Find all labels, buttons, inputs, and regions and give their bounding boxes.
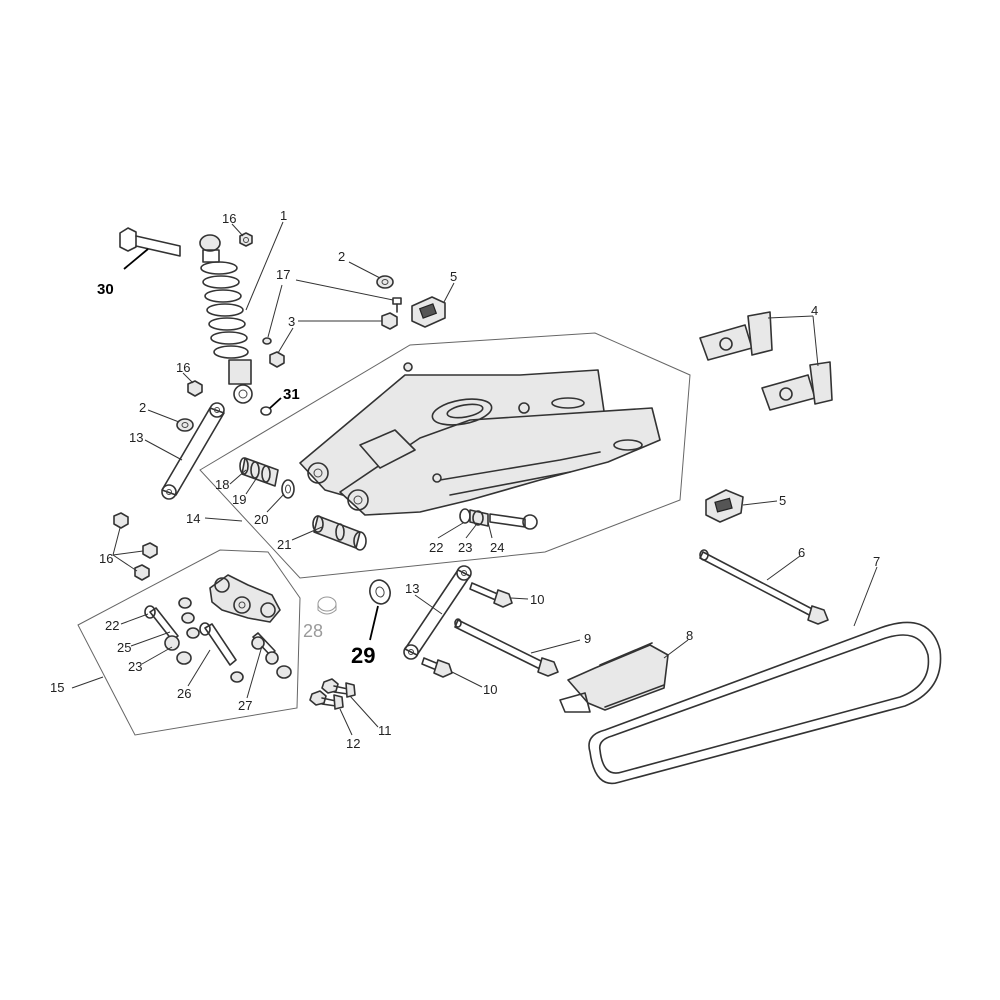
rear-shock-absorber-part <box>199 234 253 404</box>
callout-13b: 13 <box>405 581 419 596</box>
bush-set-left-part <box>178 597 200 639</box>
bush-22-mid-part <box>459 508 471 524</box>
callout-2a: 2 <box>338 249 345 264</box>
small-bolt-17b-part <box>262 337 272 345</box>
nut-16-top-part <box>239 232 253 247</box>
chain-adjuster-5-right-part <box>705 489 744 523</box>
callout-7: 7 <box>873 554 880 569</box>
callout-20: 20 <box>254 512 268 527</box>
nut-16-left-a-part <box>113 512 129 529</box>
callout-29: 29 <box>351 643 375 668</box>
callout-30: 30 <box>97 281 114 298</box>
callout-10a: 10 <box>530 592 544 607</box>
callout-16b: 16 <box>176 360 190 375</box>
bolt-10-bottom-part <box>421 657 453 678</box>
callout-9: 9 <box>584 631 591 646</box>
rocker-arm-part <box>209 574 281 623</box>
callout-22b: 22 <box>105 618 119 633</box>
chain-guide-8-part <box>559 642 669 713</box>
linkage-group-outline <box>77 549 301 736</box>
washer-20-part <box>281 479 295 499</box>
callout-23a: 23 <box>458 540 472 555</box>
washer-2-left-part <box>176 418 194 432</box>
callout-16a: 16 <box>222 211 236 226</box>
bush-set-27-part <box>230 632 292 683</box>
long-bolt-9-part <box>454 618 559 677</box>
callout-3: 3 <box>288 314 295 329</box>
bolt-10-top-part <box>469 582 513 608</box>
callout-27: 27 <box>238 698 252 713</box>
nut-16-mid-part <box>187 380 203 397</box>
linkage-rod-13-left-part <box>161 402 225 500</box>
chain-adjuster-plate-4-bottom-part <box>761 361 833 411</box>
callout-5b: 5 <box>779 493 786 508</box>
nut-3-left-part <box>269 351 285 368</box>
callout-16c: 16 <box>99 551 113 566</box>
callout-6: 6 <box>798 545 805 560</box>
nut-16-left-c-part <box>134 564 150 581</box>
callout-19: 19 <box>232 492 246 507</box>
linkage-rod-13-right-part <box>403 565 472 660</box>
callout-10b: 10 <box>483 682 497 697</box>
callout-11: 11 <box>378 723 392 738</box>
washer-31-part <box>260 406 272 416</box>
callout-22a: 22 <box>429 540 443 555</box>
callout-17: 17 <box>276 267 290 282</box>
chain-adjuster-plate-4-top-part <box>699 311 773 361</box>
bush-22-low-part <box>144 605 156 619</box>
bush-23-mid-part <box>469 509 489 527</box>
callout-24: 24 <box>490 540 504 555</box>
bushing-28-part <box>317 596 337 615</box>
chain-adjuster-5-top-part <box>411 296 446 328</box>
washer-2-top-part <box>376 275 394 289</box>
pivot-collar-18-part <box>239 457 279 487</box>
swingarm-group-outline <box>199 332 691 579</box>
bolt-11-part <box>321 678 356 698</box>
bolt-12-part <box>309 690 344 710</box>
nut-3-right-part <box>381 312 398 330</box>
callout-12: 12 <box>346 736 360 751</box>
small-bolt-17-part <box>392 297 402 313</box>
callout-2b: 2 <box>139 400 146 415</box>
callout-15: 15 <box>50 680 64 695</box>
callout-31: 31 <box>283 386 300 403</box>
washer-29-part <box>369 579 391 605</box>
nut-16-left-b-part <box>142 542 158 559</box>
pivot-bush-21-part <box>312 515 367 551</box>
pin-26-part <box>199 622 237 666</box>
callout-25: 25 <box>117 640 131 655</box>
rear-axle-6-part <box>699 549 829 625</box>
drive-chain-7-part <box>588 621 942 785</box>
long-bolt-part <box>119 227 181 257</box>
callout-13a: 13 <box>129 430 143 445</box>
pin-24-mid-part <box>489 513 538 530</box>
callout-5a: 5 <box>450 269 457 284</box>
callout-14: 14 <box>186 511 200 526</box>
callout-1: 1 <box>280 208 287 223</box>
callout-28: 28 <box>303 621 323 641</box>
callout-18: 18 <box>215 477 229 492</box>
bush-23-low-part <box>164 635 192 665</box>
callout-4: 4 <box>811 303 818 318</box>
callout-21: 21 <box>277 537 291 552</box>
callout-8: 8 <box>686 628 693 643</box>
bush-25-part <box>149 607 179 641</box>
swingarm-part <box>299 362 661 516</box>
callout-26: 26 <box>177 686 191 701</box>
callout-23b: 23 <box>128 659 142 674</box>
